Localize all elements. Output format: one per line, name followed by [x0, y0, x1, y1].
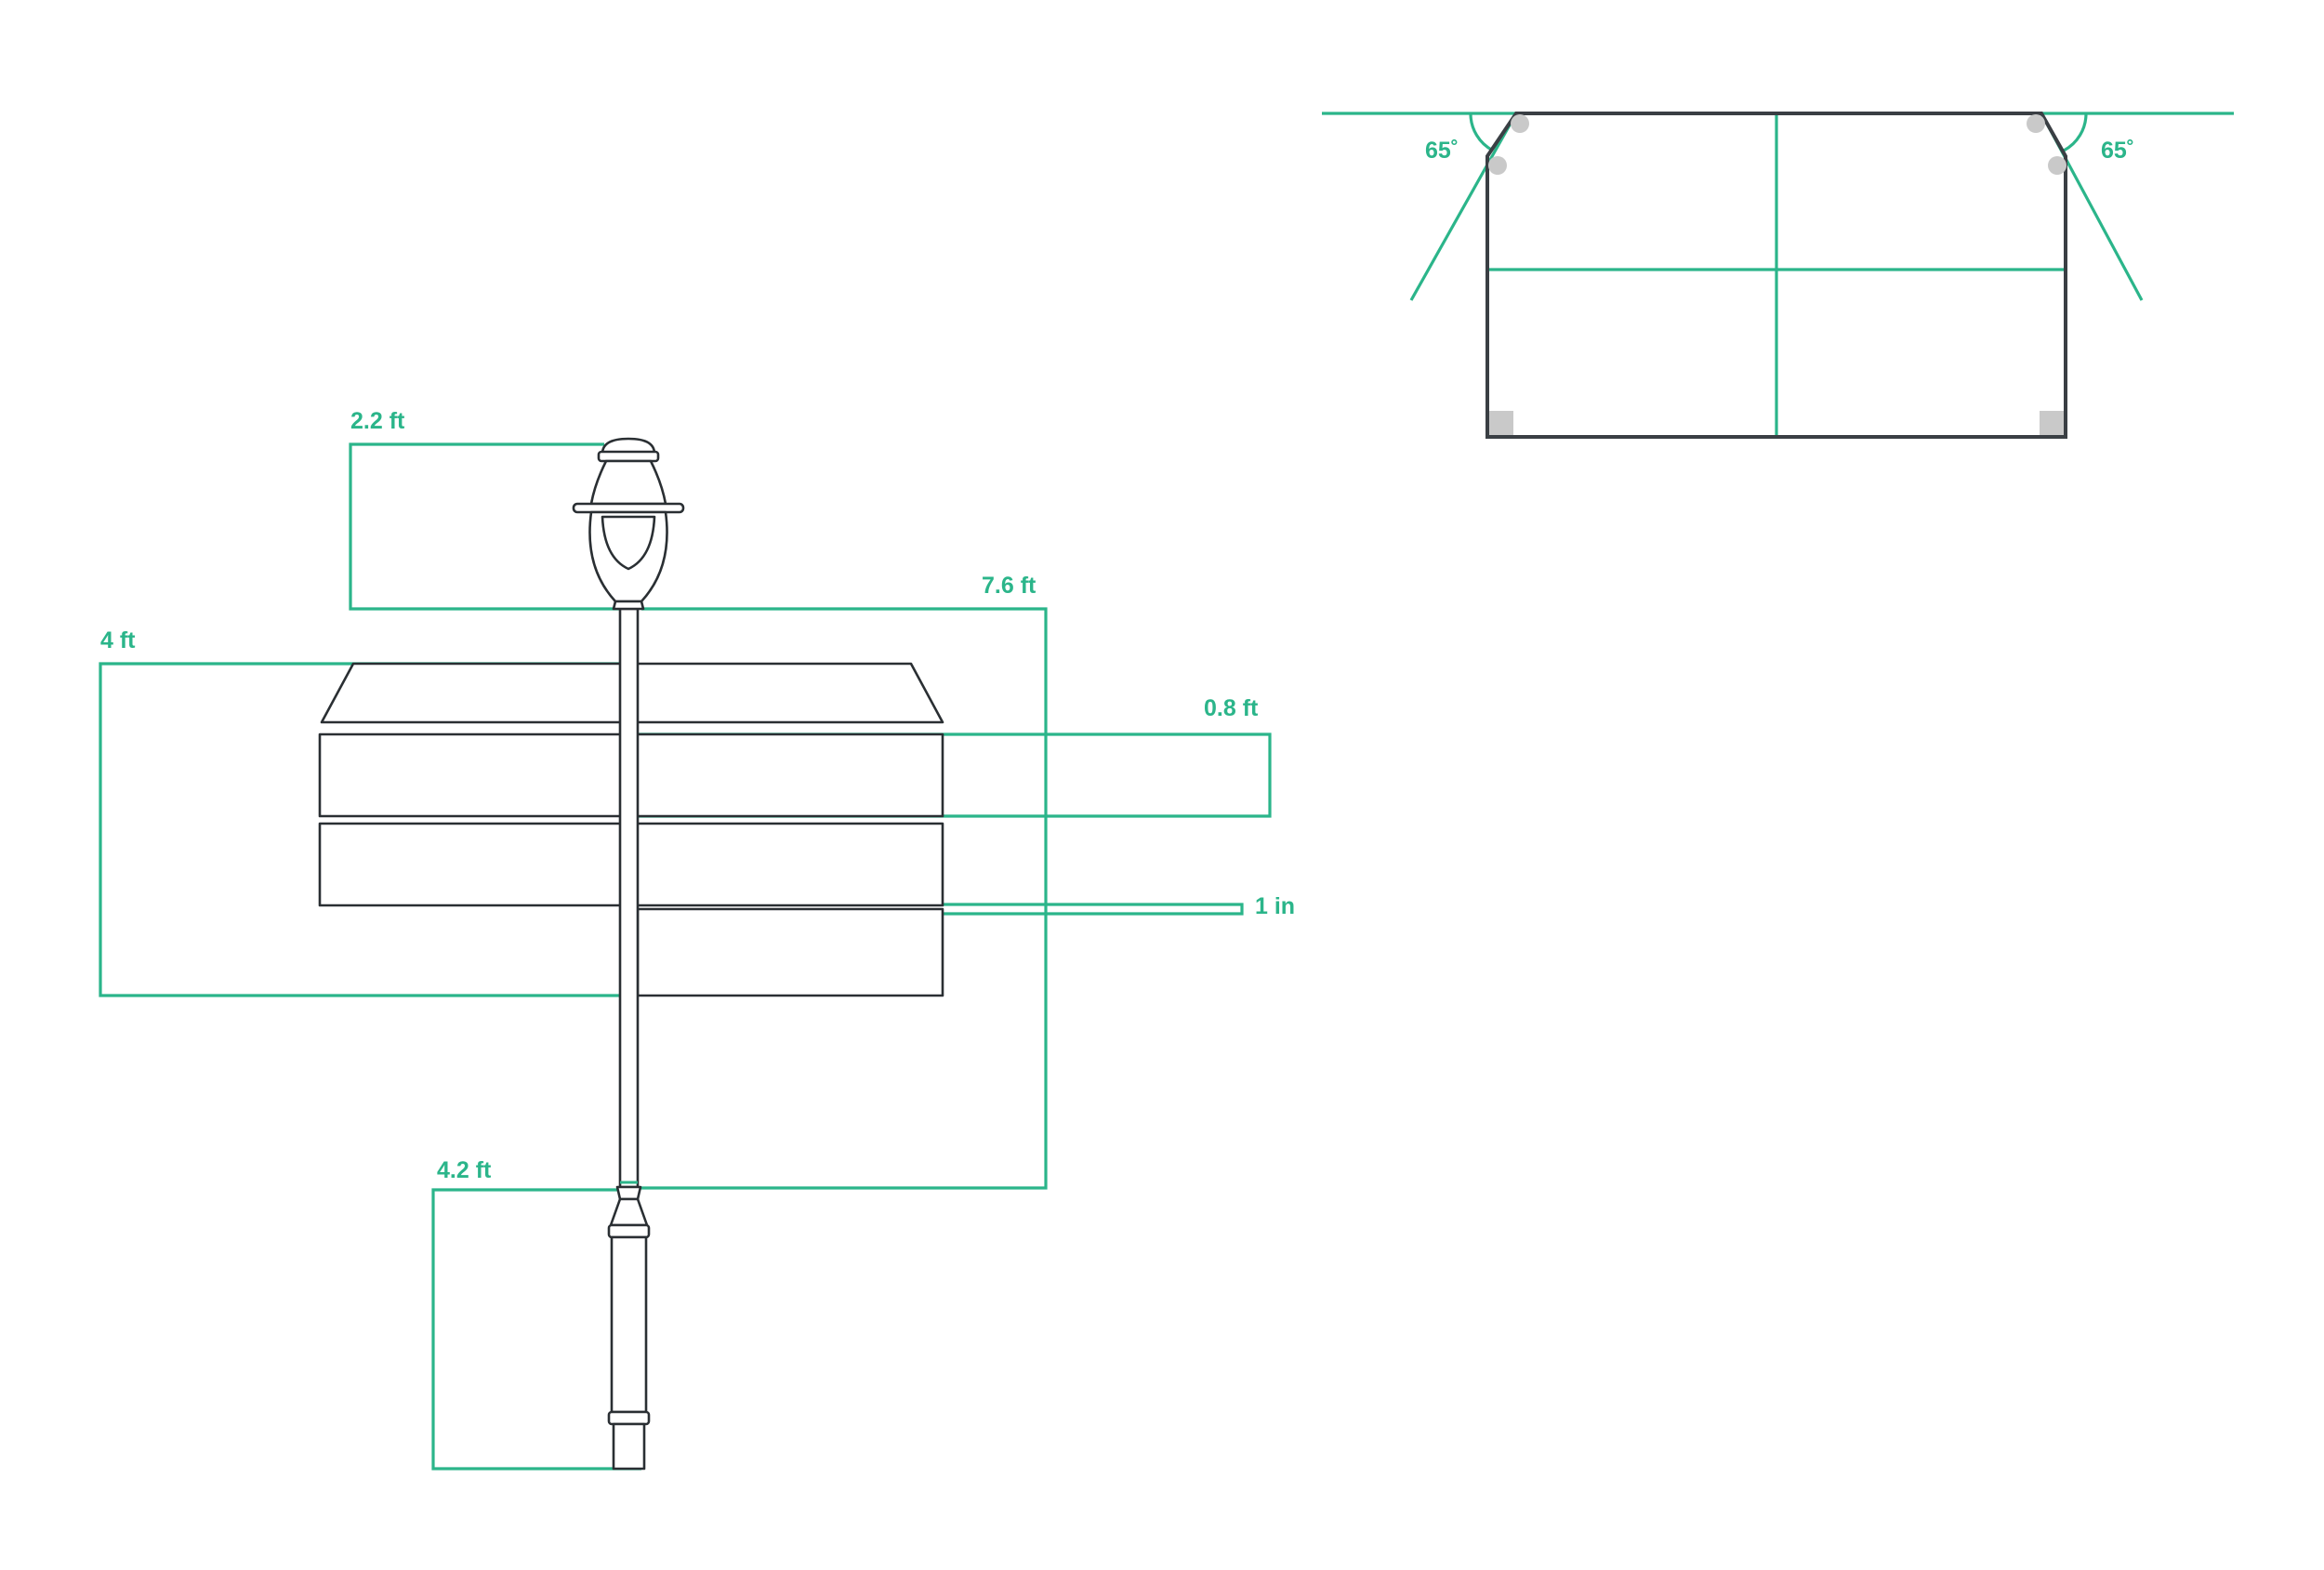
- lantern-neck: [612, 600, 645, 611]
- lamp-post: [607, 607, 651, 1471]
- lamp-arm-dimension: [349, 442, 623, 611]
- signpost-side-view: 2.2 ft 7.6 ft 4 ft 0.8 ft 1 in 4.2 ft: [99, 408, 1295, 1471]
- lantern-brim: [572, 502, 685, 514]
- post-collar: [615, 1185, 642, 1201]
- plan-marker-top-left-a: [1511, 114, 1529, 133]
- plan-marker-bottom-left: [1489, 411, 1513, 435]
- base-ring-top: [607, 1223, 651, 1239]
- base-foot: [612, 1422, 646, 1471]
- base-height-dimension: [431, 1188, 641, 1471]
- board-height-label: 0.8 ft: [1204, 695, 1259, 721]
- signpost-plan-view: 65˚ 65˚: [1322, 112, 2234, 439]
- plan-marker-top-right-a: [2027, 114, 2045, 133]
- sign-width-label: 4 ft: [100, 627, 136, 653]
- plan-left-diagonal: [1409, 112, 1518, 301]
- board-gap-label: 1 in: [1255, 893, 1295, 919]
- plan-marker-top-right-b: [2048, 156, 2067, 175]
- lamp-arm-label: 2.2 ft: [350, 408, 405, 434]
- dimension-labels: 2.2 ft 7.6 ft 4 ft 0.8 ft 1 in 4.2 ft: [100, 408, 1295, 1183]
- plan-marker-top-left-b: [1488, 156, 1507, 175]
- plan-outline: [1486, 112, 2067, 439]
- left-angle-arc: [1469, 112, 1494, 152]
- base-ring-bottom: [607, 1410, 651, 1426]
- lantern-roof: [589, 459, 667, 506]
- post-height-dimension: [637, 607, 1048, 1190]
- lantern-globe: [588, 510, 668, 603]
- lantern-cap: [597, 450, 660, 463]
- post-shaft: [618, 607, 640, 1189]
- left-angle-label: 65˚: [1425, 138, 1459, 164]
- post-height-label: 7.6 ft: [982, 573, 1037, 599]
- base-column: [610, 1235, 648, 1414]
- lantern-glass: [601, 515, 656, 571]
- lantern: [572, 437, 685, 611]
- post-taper: [609, 1197, 649, 1227]
- board-height-dimension: [638, 732, 1272, 818]
- plan-marker-bottom-right: [2040, 411, 2064, 435]
- base-height-label: 4.2 ft: [437, 1157, 492, 1183]
- sign-board-lower: [636, 907, 944, 997]
- right-angle-arc: [2063, 112, 2088, 152]
- lantern-finial: [601, 437, 656, 455]
- right-angle-label: 65˚: [2101, 138, 2134, 164]
